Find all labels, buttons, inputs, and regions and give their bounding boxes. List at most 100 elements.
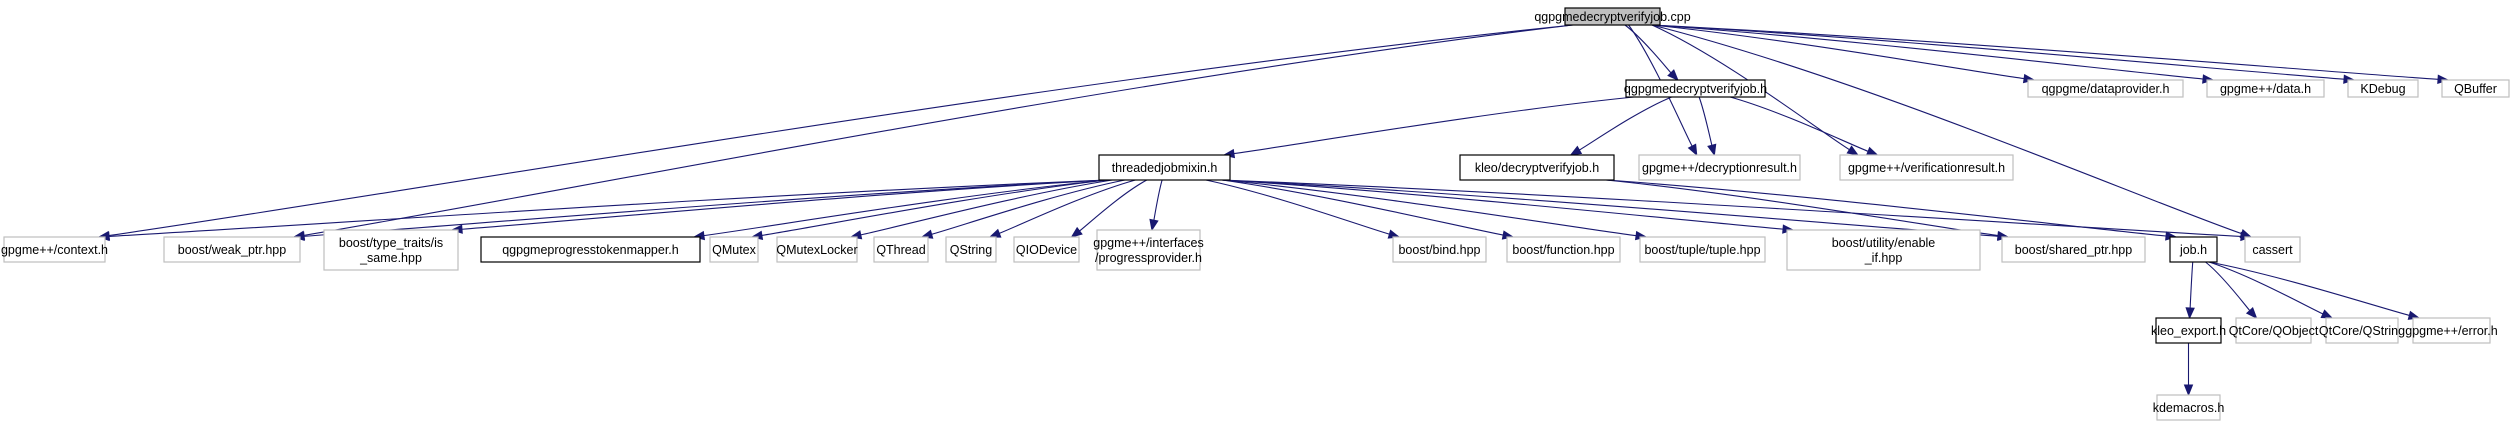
edge-line bbox=[2208, 261, 2324, 315]
edge-cpp-to-context bbox=[97, 24, 1574, 241]
arrowhead-icon bbox=[2320, 309, 2334, 319]
node-box bbox=[1564, 7, 1661, 26]
node-box bbox=[2347, 79, 2419, 98]
node-box bbox=[2235, 317, 2312, 344]
node-label: boost/type_traits/is bbox=[339, 236, 443, 250]
node-qmutexlocker: QMutexLocker bbox=[776, 236, 858, 263]
edge-line bbox=[1221, 179, 1637, 237]
node-h[interactable]: qgpgmedecryptverifyjob.h bbox=[1624, 79, 1767, 98]
edge-mixin-to-bind bbox=[1205, 179, 1401, 239]
node-box bbox=[163, 236, 301, 263]
node-box bbox=[1013, 236, 1080, 263]
node-box bbox=[2325, 317, 2399, 344]
node-box bbox=[2001, 236, 2146, 263]
node-dataprovider: qgpgme/dataprovider.h bbox=[2027, 79, 2184, 98]
edge-line bbox=[1079, 179, 1148, 232]
node-verres: gpgme++/verificationresult.h bbox=[1839, 154, 2014, 181]
edge-h-to-kleodvj bbox=[1569, 96, 1672, 156]
node-error: gpgme++/error.h bbox=[2405, 317, 2498, 344]
edge-line bbox=[1651, 24, 2439, 80]
node-label: qgpgme/dataprovider.h bbox=[2042, 82, 2170, 96]
edge-line bbox=[1221, 179, 1784, 230]
node-decres: gpgme++/decryptionresult.h bbox=[1638, 154, 1801, 181]
node-box bbox=[709, 236, 759, 263]
node-label: boost/function.hpp bbox=[1512, 243, 1614, 257]
node-job[interactable]: job.h bbox=[2169, 236, 2218, 263]
node-box bbox=[1638, 154, 1801, 181]
edge-line bbox=[2189, 261, 2194, 309]
node-box bbox=[1098, 154, 1231, 181]
node-progprov: gpgme++/interfaces/progressprovider.h bbox=[1093, 229, 1204, 271]
node-box bbox=[1839, 154, 2014, 181]
node-label: kdemacros.h bbox=[2153, 401, 2225, 415]
node-box bbox=[2206, 79, 2325, 98]
node-label: boost/shared_ptr.hpp bbox=[2015, 243, 2132, 257]
node-qobject: QtCore/QObject bbox=[2229, 317, 2319, 344]
node-kdemacros: kdemacros.h bbox=[2153, 394, 2225, 421]
node-cpp[interactable]: qgpgmedecryptverifyjob.cpp bbox=[1534, 7, 1691, 26]
edge-cpp-to-dataprovider bbox=[1651, 24, 2036, 84]
edge-line bbox=[1579, 96, 1672, 151]
arrowhead-icon bbox=[1070, 226, 1083, 238]
node-label: _same.hpp bbox=[359, 251, 422, 265]
edge-line bbox=[1153, 179, 1163, 221]
node-kleodvj[interactable]: kleo/decryptverifyjob.h bbox=[1459, 154, 1615, 181]
edge-line bbox=[1651, 24, 2242, 235]
edge-line bbox=[1651, 24, 2204, 80]
edge-job-to-error bbox=[2208, 261, 2421, 320]
node-ptm[interactable]: qgpgmeprogresstokenmapper.h bbox=[480, 236, 701, 263]
node-box bbox=[1786, 229, 1981, 271]
edge-h-to-verres bbox=[1730, 96, 1879, 156]
edge-cpp-to-data bbox=[1651, 24, 2215, 84]
node-label: QString bbox=[950, 243, 992, 257]
edge-line bbox=[761, 179, 1108, 236]
arrowhead-icon bbox=[1687, 143, 1698, 157]
node-cassert: cassert bbox=[2244, 236, 2301, 263]
edge-cpp-to-decres bbox=[1628, 24, 1698, 157]
node-label: kleo_export.h bbox=[2151, 324, 2226, 338]
node-box bbox=[1459, 154, 1615, 181]
node-kleoexport[interactable]: kleo_export.h bbox=[2151, 317, 2226, 344]
node-box bbox=[2441, 79, 2510, 98]
edge-cpp-to-weakptr bbox=[292, 24, 1574, 240]
node-box bbox=[3, 236, 106, 263]
arrowhead-icon bbox=[1846, 145, 1860, 156]
node-box bbox=[1392, 236, 1487, 263]
arrowhead-icon bbox=[1667, 69, 1679, 81]
edge-line bbox=[1698, 96, 1713, 146]
edge-mixin-to-qiodevice bbox=[1070, 179, 1148, 238]
node-box bbox=[776, 236, 858, 263]
node-context: gpgme++/context.h bbox=[1, 236, 108, 263]
node-label: gpgme++/error.h bbox=[2405, 324, 2497, 338]
edge-line bbox=[303, 24, 1574, 236]
arrowhead-icon bbox=[2185, 307, 2195, 320]
edge-job-to-qtqstring bbox=[2208, 261, 2334, 319]
node-label: QMutex bbox=[712, 243, 757, 257]
edge-line bbox=[999, 179, 1136, 234]
nodes-layer: qgpgmedecryptverifyjob.cpp qgpgmedecryptv… bbox=[1, 7, 2510, 421]
node-issame: boost/type_traits/is_same.hpp bbox=[323, 229, 459, 271]
node-label: QIODevice bbox=[1016, 243, 1077, 257]
node-label: QThread bbox=[876, 243, 925, 257]
node-qmutex: QMutex bbox=[709, 236, 759, 263]
edge-kleoexport-to-kdemacros bbox=[2183, 342, 2194, 397]
node-mixin[interactable]: threadedjobmixin.h bbox=[1098, 154, 1231, 181]
edge-cpp-to-h bbox=[1624, 24, 1679, 81]
edge-mixin-to-qmutexlocker bbox=[849, 179, 1113, 240]
node-label: QMutexLocker bbox=[776, 243, 857, 257]
node-box bbox=[945, 236, 997, 263]
node-box bbox=[2156, 394, 2221, 421]
node-label: _if.hpp bbox=[1864, 251, 1903, 265]
node-label: boost/weak_ptr.hpp bbox=[178, 243, 286, 257]
edge-line bbox=[108, 179, 1108, 237]
node-box bbox=[873, 236, 929, 263]
edge-line bbox=[860, 179, 1113, 236]
edge-line bbox=[1605, 179, 2167, 237]
node-box bbox=[2244, 236, 2301, 263]
node-label: qgpgmedecryptverifyjob.h bbox=[1624, 82, 1767, 96]
edge-line bbox=[461, 179, 1108, 230]
edge-line bbox=[1605, 179, 1999, 237]
edge-line bbox=[1651, 24, 2025, 80]
edge-line bbox=[303, 179, 1108, 237]
node-box bbox=[2155, 317, 2222, 344]
